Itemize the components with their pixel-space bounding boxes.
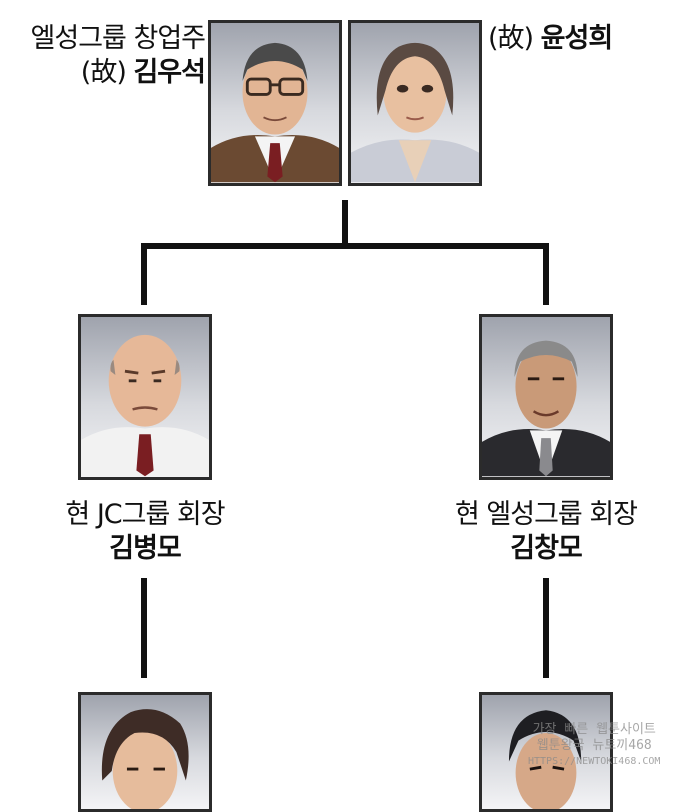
connector-top-vertical: [342, 200, 348, 248]
founder-wife-label: (故) 윤성희: [488, 22, 614, 56]
founder-name: 김우석: [133, 57, 206, 88]
watermark-line2: 웹툰왕국 뉴토끼468: [536, 738, 652, 753]
left-child-name: 김병모: [109, 533, 182, 564]
watermark-line1: 가장 빠른 웹툰사이트: [532, 722, 656, 737]
connector-left-drop: [141, 243, 147, 305]
founder-wife-prefix: (故): [488, 23, 534, 54]
left-child-title: 현 JC그룹 회장: [65, 499, 225, 530]
portrait-left-grandchild: [78, 692, 212, 812]
portrait-left-child: [78, 314, 212, 480]
right-child-title: 현 엘성그룹 회장: [454, 499, 638, 530]
connector-right-drop: [543, 243, 549, 305]
founder-title: 엘성그룹 창업주: [30, 23, 206, 54]
founder-label: 엘성그룹 창업주 (故) 김우석: [0, 22, 206, 90]
founder-wife-name: 윤성희: [540, 23, 614, 54]
right-child-name: 김창모: [510, 533, 583, 564]
connector-right-lower: [543, 578, 549, 678]
connector-horizontal: [141, 243, 549, 249]
portrait-founder: [208, 20, 342, 186]
left-child-label: 현 JC그룹 회장 김병모: [65, 498, 225, 566]
founder-prefix: (故): [80, 57, 127, 88]
founder-name-line: (故) 김우석: [0, 56, 206, 90]
watermark: 가장 빠른 웹툰사이트 웹툰왕국 뉴토끼468 HTTPS://NEWTOKI4…: [528, 722, 660, 770]
watermark-line3: HTTPS://NEWTOKI468.COM: [528, 756, 661, 767]
portrait-right-child: [479, 314, 613, 480]
connector-left-lower: [141, 578, 147, 678]
right-child-label: 현 엘성그룹 회장 김창모: [454, 498, 638, 566]
portrait-founder-wife: [348, 20, 482, 186]
portrait-right-grandchild: [479, 692, 613, 812]
